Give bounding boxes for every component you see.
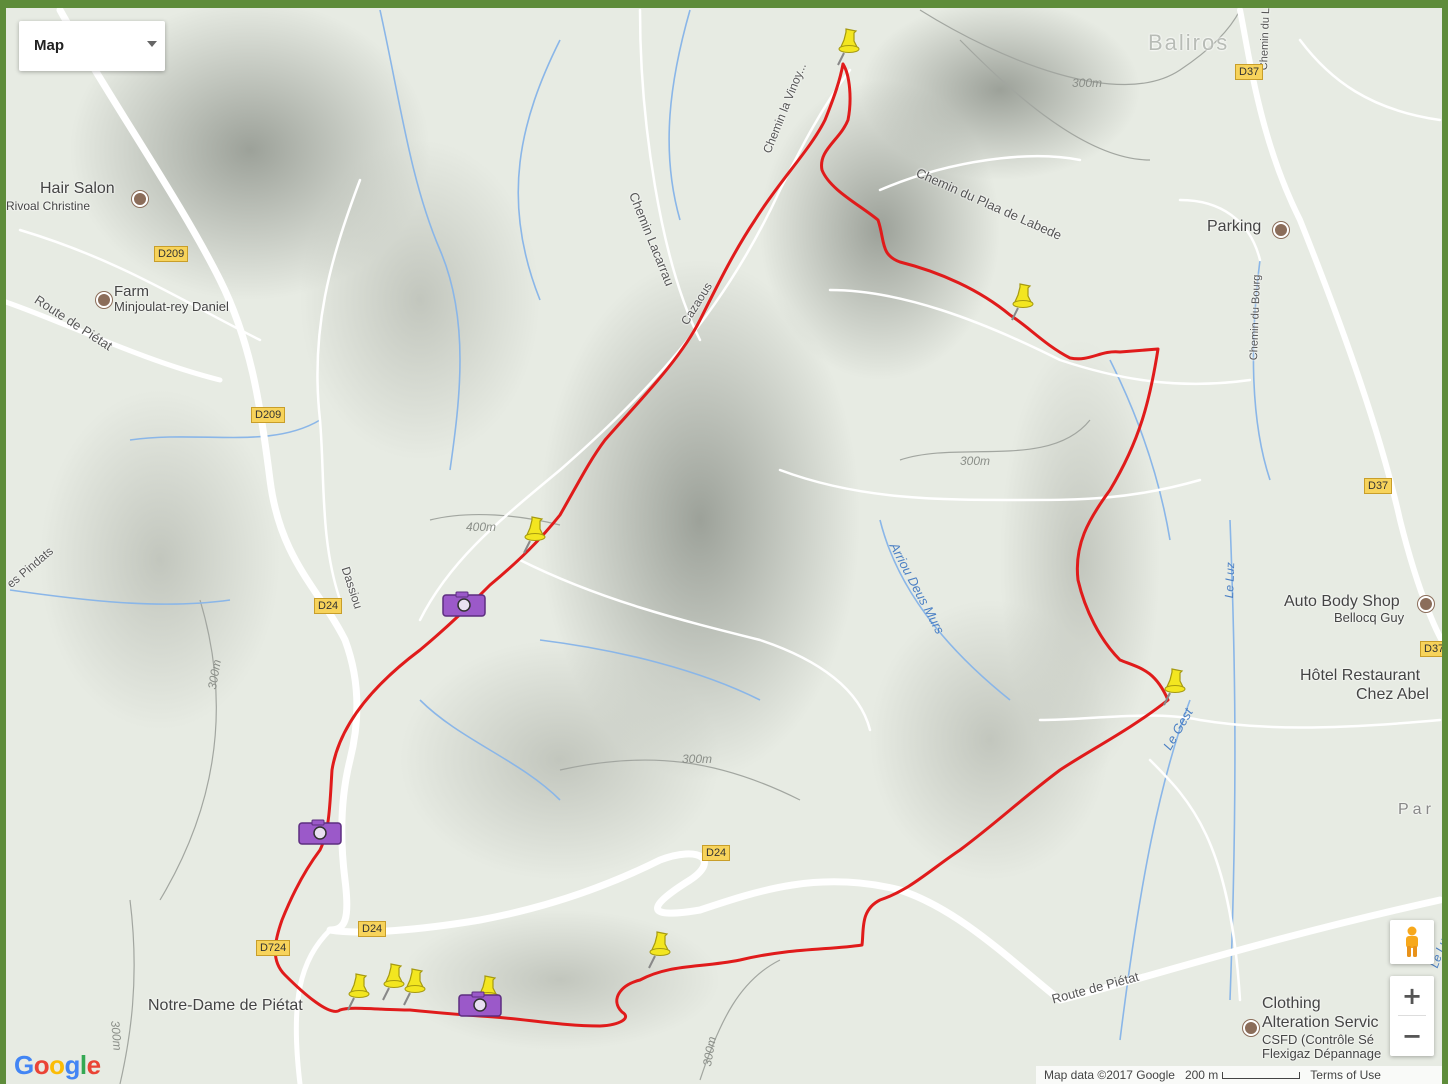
place-label: Hôtel Restaurant: [1300, 667, 1421, 684]
contour-label: 300m: [682, 752, 713, 766]
place-label: Chez Abel: [1356, 686, 1429, 703]
pushpin-icon[interactable]: [1158, 667, 1192, 707]
pushpin-icon[interactable]: [377, 962, 411, 1002]
place-label: Rivoal Christine: [6, 199, 91, 213]
road-shield: D24: [702, 845, 731, 861]
map-base: [6, 8, 1442, 1084]
contour-label: 300m: [108, 1020, 125, 1052]
road-shield: D37: [1235, 64, 1264, 80]
major-roads: [6, 8, 1442, 1084]
google-logo: Google: [14, 1050, 101, 1080]
camera-icon[interactable]: [458, 991, 502, 1017]
pushpin-icon[interactable]: [398, 967, 432, 1007]
place-label: Alteration Servic: [1262, 1014, 1379, 1031]
road-shield: D24: [314, 598, 343, 614]
zoom-control: + −: [1390, 976, 1434, 1056]
scale-bar: 200 m: [1184, 1068, 1301, 1082]
pushpin-icon[interactable]: [342, 972, 376, 1012]
poi-icon[interactable]: [1243, 1020, 1259, 1036]
zoom-in-button[interactable]: +: [1390, 976, 1434, 1015]
place-label: Bellocq Guy: [1334, 610, 1405, 625]
terms-link[interactable]: Terms of Use: [1310, 1068, 1381, 1082]
map-type-selector[interactable]: Map: [19, 21, 165, 71]
attribution-bar: Map data ©2017 Google 200 m Terms of Use: [1036, 1066, 1442, 1084]
map-data-text: Map data ©2017 Google: [1044, 1068, 1175, 1082]
parking-icon[interactable]: [1273, 222, 1289, 238]
zoom-out-icon: −: [1401, 1021, 1423, 1050]
zoom-divider: [1398, 1015, 1426, 1016]
place-label: Hair Salon: [40, 180, 115, 197]
terrain-shading: [40, 8, 1160, 1050]
contour-lines: [119, 9, 1241, 1084]
place-label: CSFD (Contrôle Sé: [1262, 1032, 1374, 1047]
place-label: Par: [1398, 801, 1435, 818]
pushpin-icon[interactable]: [832, 27, 866, 67]
pushpin-icon[interactable]: [518, 515, 552, 555]
chevron-down-icon: [147, 41, 157, 47]
camera-icon[interactable]: [442, 591, 486, 617]
scale-label: 200 m: [1184, 1068, 1219, 1082]
poi-icon[interactable]: [96, 292, 112, 308]
map-type-label: Map: [34, 37, 64, 54]
water-label: Le Luz: [1222, 561, 1238, 599]
poi-icon[interactable]: [132, 191, 148, 207]
contour-label: 400m: [466, 520, 497, 534]
contour-label: 300m: [1072, 76, 1103, 90]
poi-icon[interactable]: [1418, 596, 1434, 612]
road-shield: D37: [1364, 478, 1393, 494]
camera-icon[interactable]: [298, 819, 342, 845]
pegman-button[interactable]: [1390, 920, 1434, 964]
pegman-icon: [1406, 926, 1418, 957]
place-label: Clothing: [1262, 995, 1321, 1012]
road-shield: D209: [154, 246, 189, 262]
zoom-in-icon: +: [1401, 981, 1423, 1010]
place-label: Baliros: [1148, 30, 1230, 55]
road-shield: D724: [256, 940, 291, 956]
place-label: Notre-Dame de Piétat: [148, 997, 303, 1014]
pushpin-icon[interactable]: [1006, 282, 1040, 322]
road-shield: D209: [251, 407, 286, 423]
scale-line: [1222, 1072, 1301, 1080]
minor-roads: [18, 8, 1442, 1002]
zoom-out-button[interactable]: −: [1390, 1016, 1434, 1055]
place-label: Farm: [114, 283, 149, 300]
place-label: Minjoulat-rey Daniel: [114, 299, 229, 314]
place-label: Flexigaz Dépannage: [1262, 1046, 1382, 1061]
pushpin-icon[interactable]: [643, 930, 677, 970]
contour-label: 300m: [960, 454, 991, 468]
place-label: Auto Body Shop: [1284, 593, 1400, 610]
place-label: Parking: [1207, 218, 1262, 235]
road-shield: D37: [1420, 641, 1442, 657]
road-shield: D24: [358, 921, 387, 937]
